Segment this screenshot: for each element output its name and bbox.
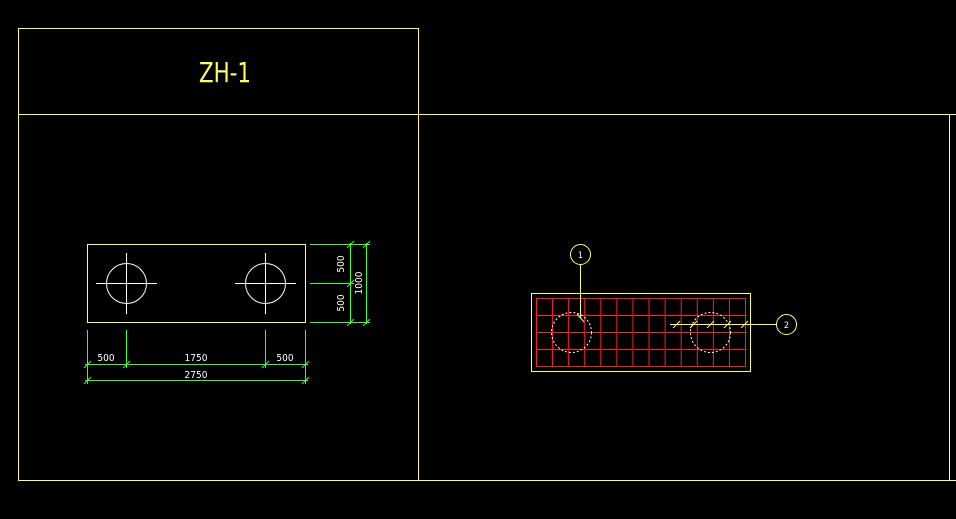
dim-tick xyxy=(362,318,371,327)
dim-tick xyxy=(301,360,310,369)
dim-right-bottom: 500 xyxy=(336,294,347,311)
dim-tick xyxy=(346,318,355,327)
rebar-grid xyxy=(536,298,746,367)
drawing-frame xyxy=(18,28,956,481)
dim-right-total: 1000 xyxy=(354,271,365,294)
dim-tick xyxy=(706,320,715,329)
callout-1-label: 1 xyxy=(578,251,583,261)
dim-tick xyxy=(83,376,92,385)
dim-tick xyxy=(301,376,310,385)
pile-left xyxy=(96,253,157,314)
dim-tick xyxy=(261,360,270,369)
rebar-piles xyxy=(551,312,731,353)
dim-tick xyxy=(346,279,355,288)
dim-tick xyxy=(723,320,732,329)
callout-2-label: 2 xyxy=(784,321,789,331)
dim-right-top: 500 xyxy=(336,255,347,272)
left-panel-frame xyxy=(18,114,419,481)
dim-tick xyxy=(83,360,92,369)
rebar-pile-right xyxy=(690,312,731,353)
callout-1 xyxy=(570,244,591,323)
dim-tick xyxy=(346,240,355,249)
dim-tick xyxy=(689,320,698,329)
drawing-title: ZH-1 xyxy=(199,56,251,89)
dimension-bottom xyxy=(83,330,310,385)
dim-bottom-1: 500 xyxy=(97,353,114,364)
callout-1-tick xyxy=(576,313,585,323)
rebar-pile-left xyxy=(551,312,592,353)
pile-right xyxy=(235,253,296,314)
dim-bottom-2: 1750 xyxy=(185,353,208,364)
dim-bottom-total: 2750 xyxy=(185,370,208,381)
dim-tick xyxy=(122,360,131,369)
callout-2 xyxy=(670,314,797,335)
dimension-right xyxy=(310,240,371,327)
dim-tick xyxy=(362,240,371,249)
rebar-cap-outline xyxy=(531,293,751,372)
dim-tick xyxy=(740,320,749,329)
pile-cap-rebar-view: 1 2 xyxy=(531,244,797,372)
dim-tick xyxy=(672,320,681,329)
pile-cap-plan: 500 500 1000 500 1750 500 2750 xyxy=(83,240,371,385)
dim-bottom-3: 500 xyxy=(276,353,293,364)
pile-cap-outline xyxy=(87,244,306,323)
